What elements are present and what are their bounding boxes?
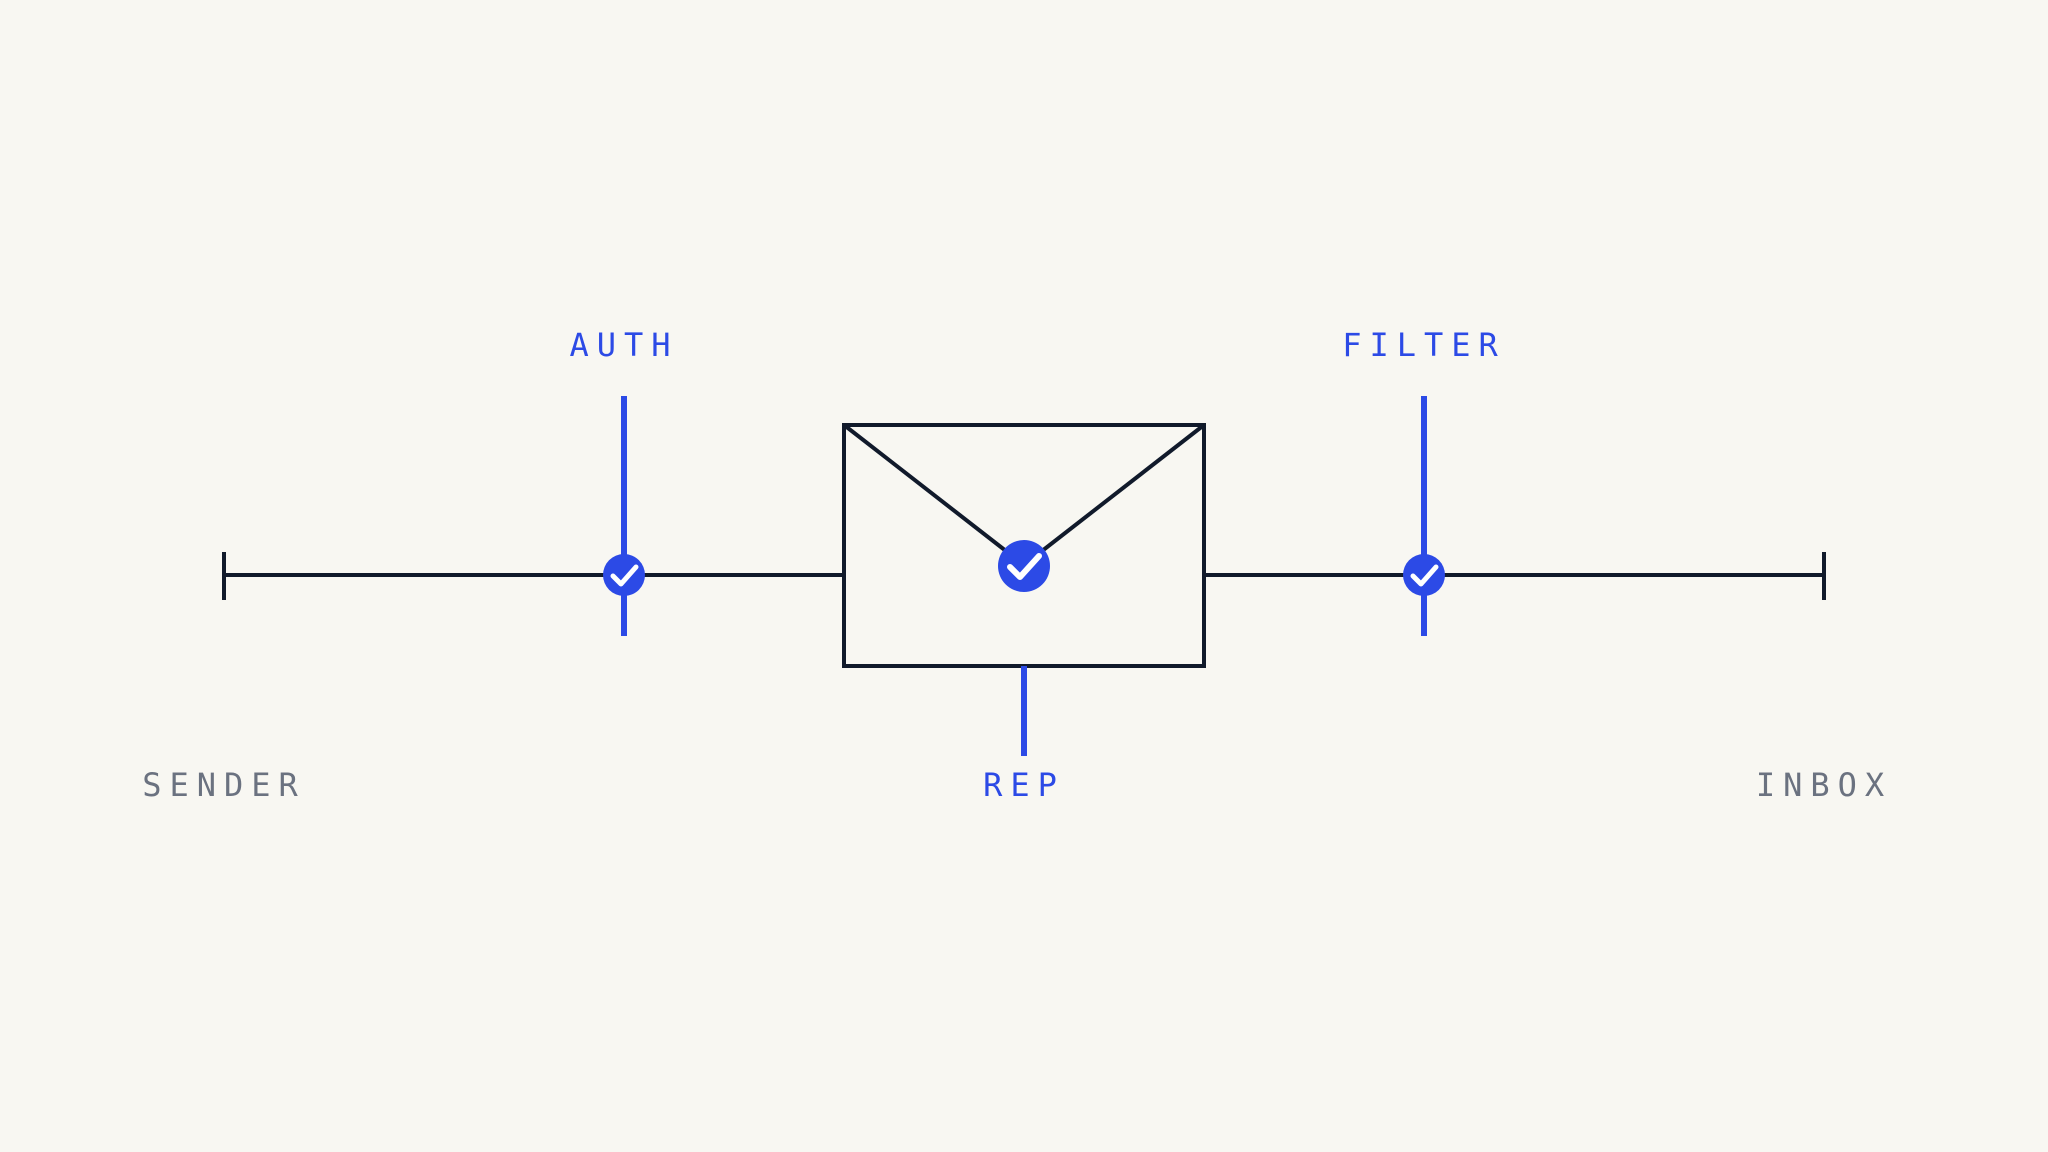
sender-label: SENDER: [142, 766, 306, 804]
filter-label: FILTER: [1342, 326, 1506, 364]
inbox-label: INBOX: [1756, 766, 1892, 804]
checkpoint-filter: FILTER: [1342, 326, 1506, 636]
auth-label: AUTH: [569, 326, 678, 364]
checkpoint-auth: AUTH: [569, 326, 678, 636]
pipeline-line: [222, 552, 1826, 600]
checkpoint-rep: REP: [842, 423, 1206, 804]
rep-label: REP: [983, 766, 1065, 804]
check-circle-icon: [1403, 554, 1445, 596]
check-circle-icon: [998, 540, 1050, 592]
check-circle-icon: [603, 554, 645, 596]
